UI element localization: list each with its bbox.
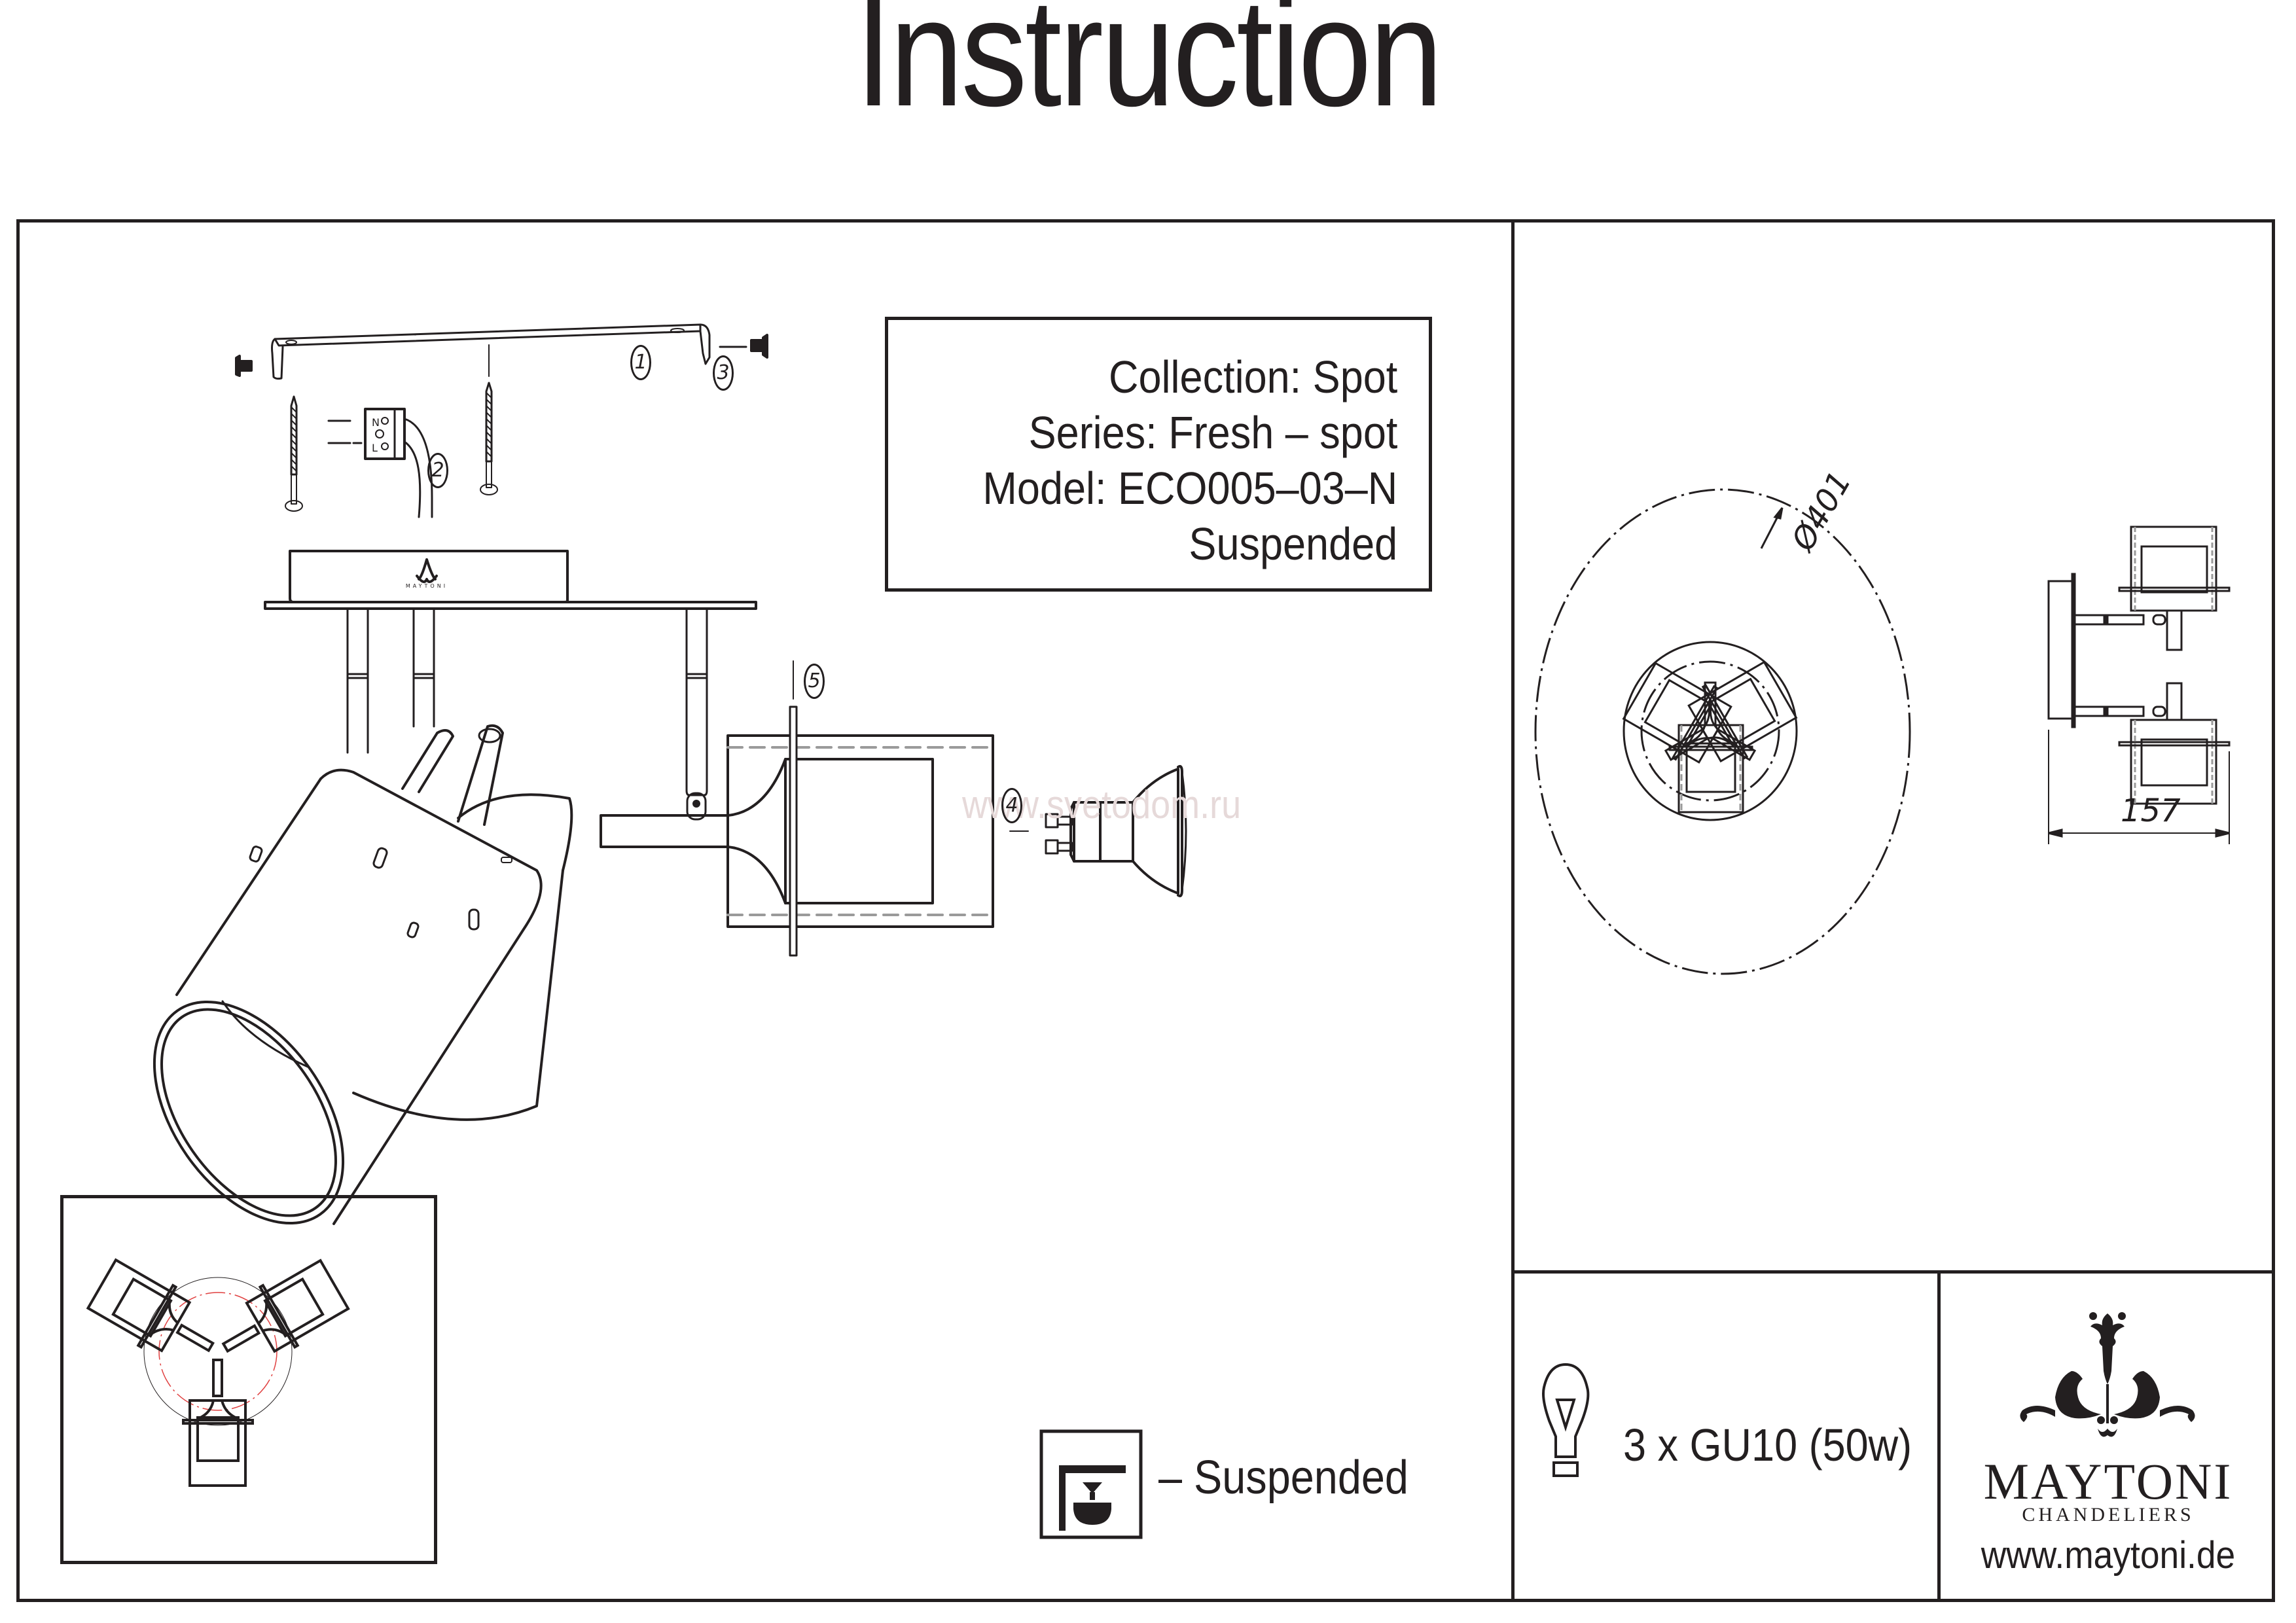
gu10-bulb bbox=[1010, 766, 1186, 896]
series-label: Series: Fresh – spot bbox=[1028, 407, 1397, 458]
callout-2: 2 bbox=[427, 453, 448, 488]
inset-spot-right bbox=[84, 1255, 228, 1378]
canopy: MAYTONI bbox=[265, 551, 756, 609]
spotlight-rear bbox=[353, 726, 571, 1120]
bracket-screw-right bbox=[720, 335, 767, 357]
footer-vertical-divider bbox=[1937, 1270, 1941, 1602]
brand-subtitle: CHANDELIERS bbox=[2022, 1504, 2195, 1525]
top-view-spot-right bbox=[1619, 655, 1772, 791]
callout-1: 1 bbox=[630, 345, 651, 380]
lamp-stems bbox=[348, 609, 707, 776]
brand-name: MAYTONI bbox=[1983, 1453, 2233, 1510]
brand-website-link[interactable]: www.maytoni.de bbox=[1981, 1534, 2236, 1577]
inset-spot-left bbox=[208, 1255, 351, 1378]
inset-canopy-circle bbox=[144, 1277, 292, 1425]
right-panel-horizontal-divider bbox=[1511, 1270, 2275, 1274]
suspended-legend-label: – Suspended bbox=[1158, 1452, 1408, 1504]
light-bulb-icon bbox=[1541, 1358, 1594, 1476]
side-upper-arm bbox=[2075, 615, 2165, 624]
bracket-screw-left bbox=[236, 356, 251, 376]
wall-screw-right bbox=[480, 345, 497, 495]
suspended-mount-icon bbox=[1039, 1429, 1143, 1539]
side-upper-spot bbox=[2119, 527, 2229, 650]
spotlight-front bbox=[116, 770, 541, 1258]
svg-text:L: L bbox=[372, 442, 378, 454]
mounting-bracket bbox=[272, 325, 710, 379]
callout-3: 3 bbox=[713, 355, 734, 391]
inset-center-circle bbox=[159, 1293, 277, 1410]
callout-4: 4 bbox=[1001, 788, 1022, 823]
side-canopy-plate bbox=[2072, 574, 2075, 727]
product-info-box: Collection: Spot Series: Fresh – spot Mo… bbox=[885, 317, 1432, 592]
model-label: Model: ECO005–03–N bbox=[982, 463, 1397, 514]
outer-reach-circle bbox=[1535, 490, 1910, 974]
document-title: Instruction bbox=[855, 0, 1443, 138]
depth-dimension-label: 157 bbox=[2121, 793, 2181, 829]
inset-spot-bottom bbox=[183, 1360, 253, 1486]
inset-top-view-box bbox=[60, 1195, 437, 1564]
canopy-ring-outer bbox=[1624, 642, 1797, 820]
main-vertical-divider bbox=[1511, 219, 1515, 1602]
spot-side-view bbox=[601, 661, 993, 955]
bulb-spec-text: 3 x GU10 (50w) bbox=[1623, 1419, 1912, 1471]
collection-label: Collection: Spot bbox=[1108, 351, 1397, 402]
callout-5: 5 bbox=[804, 664, 825, 699]
svg-text:MAYTONI: MAYTONI bbox=[406, 583, 448, 589]
wall-screw-left bbox=[285, 397, 302, 511]
type-label: Suspended bbox=[1189, 518, 1397, 569]
side-lower-arm bbox=[2075, 707, 2165, 716]
canopy-ring-inner bbox=[1641, 662, 1779, 800]
instruction-frame bbox=[16, 219, 2275, 1602]
maytoni-ornament-logo bbox=[2020, 1312, 2195, 1437]
side-lower-spot bbox=[2119, 683, 2229, 804]
svg-text:N: N bbox=[372, 416, 380, 429]
terminal-block: N L bbox=[329, 409, 432, 517]
